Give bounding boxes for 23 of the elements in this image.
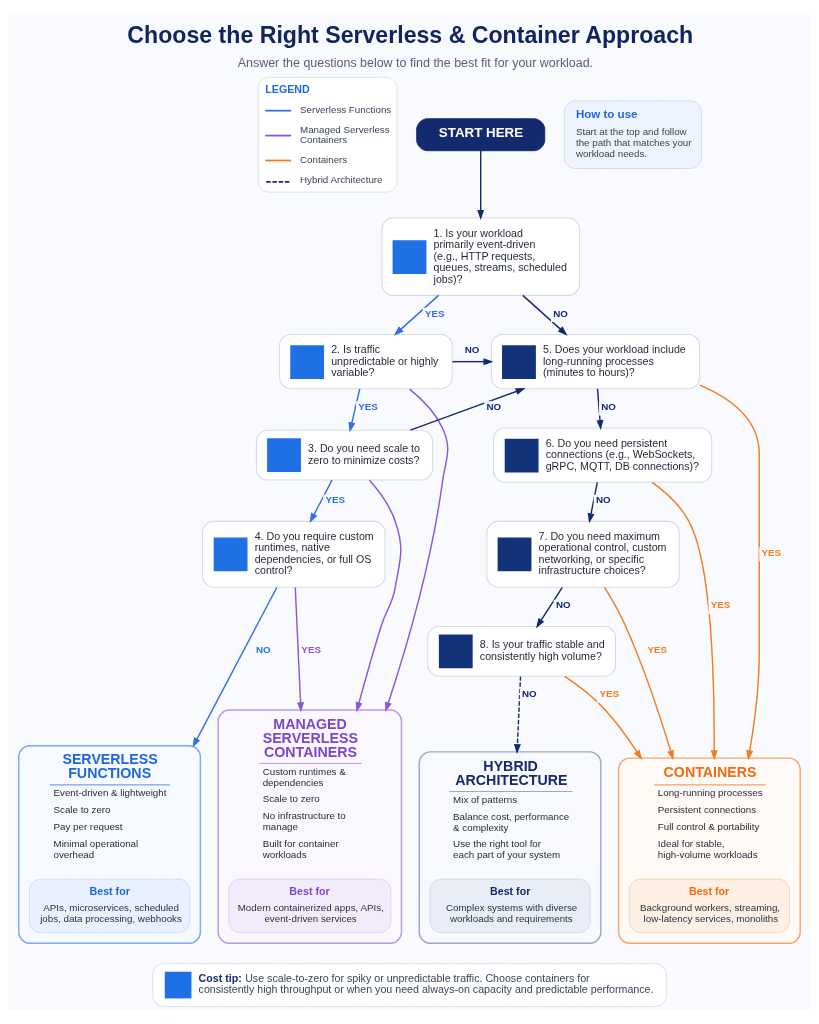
edge-label: NO [486,400,502,412]
label: LEGEND [265,82,310,95]
edge-label: YES [301,643,321,655]
edge-label: NO [555,598,571,610]
edge-label: YES [647,643,668,655]
edge-label: YES [325,493,345,505]
edge-label: NO [601,400,616,412]
edge-label: NO [595,493,611,505]
edge-label: YES [425,307,445,319]
legend-label: Serverless Functions [300,103,392,115]
edge-label: NO [255,643,271,655]
edge-label: YES [358,400,378,412]
edge-label: YES [599,687,620,699]
caption: Answer the questions below to find the best fit for your workload. [237,55,594,70]
edge-label: YES [710,598,731,610]
edge-label: NO [553,307,568,319]
legend-label: Containers [300,153,348,165]
legend-label: Managed Serverless Containers [300,123,390,145]
edge-label: YES [761,546,782,558]
edge-label: NO [522,687,537,699]
edge-label: NO [464,343,480,355]
diagram-title: Choose the Right Serverless & Container Approach [127,21,694,48]
legend-label: Hybrid Architecture [300,173,383,185]
